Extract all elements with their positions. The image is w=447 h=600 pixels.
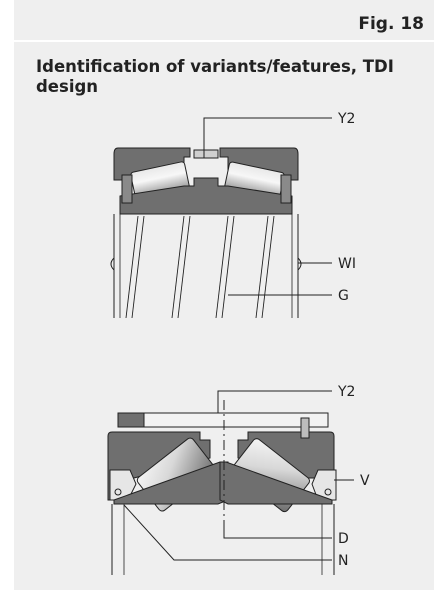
figure-heading: Identification of variants/features, TDI…	[36, 57, 394, 96]
figure-number: Fig. 18	[358, 14, 424, 34]
lower-top-strip	[117, 412, 329, 428]
lower-bearing-section: Y2 V D N	[107, 384, 370, 575]
upper-inner-ring	[119, 177, 293, 215]
callout-y2-upper: Y2	[337, 111, 355, 127]
callout-d: D	[338, 531, 349, 547]
upper-bearing-section: Y2 WI G	[110, 111, 356, 319]
callout-wi: WI	[338, 256, 356, 272]
callout-v: V	[360, 473, 370, 489]
upper-inner-ring-lip-left	[121, 174, 133, 204]
upper-lubrication-grooves	[125, 215, 275, 319]
upper-spacer	[193, 149, 219, 159]
callout-g: G	[338, 288, 349, 304]
lower-seal-left	[109, 469, 137, 501]
figure-panel: Fig. 18 Identification of variants/featu…	[14, 0, 434, 590]
upper-inner-ring-lip-right	[280, 174, 292, 204]
callout-y2-lower: Y2	[337, 384, 355, 400]
bearing-diagrams: Y2 WI G	[107, 111, 370, 575]
callout-n: N	[338, 553, 348, 569]
figure-divider	[14, 40, 434, 42]
